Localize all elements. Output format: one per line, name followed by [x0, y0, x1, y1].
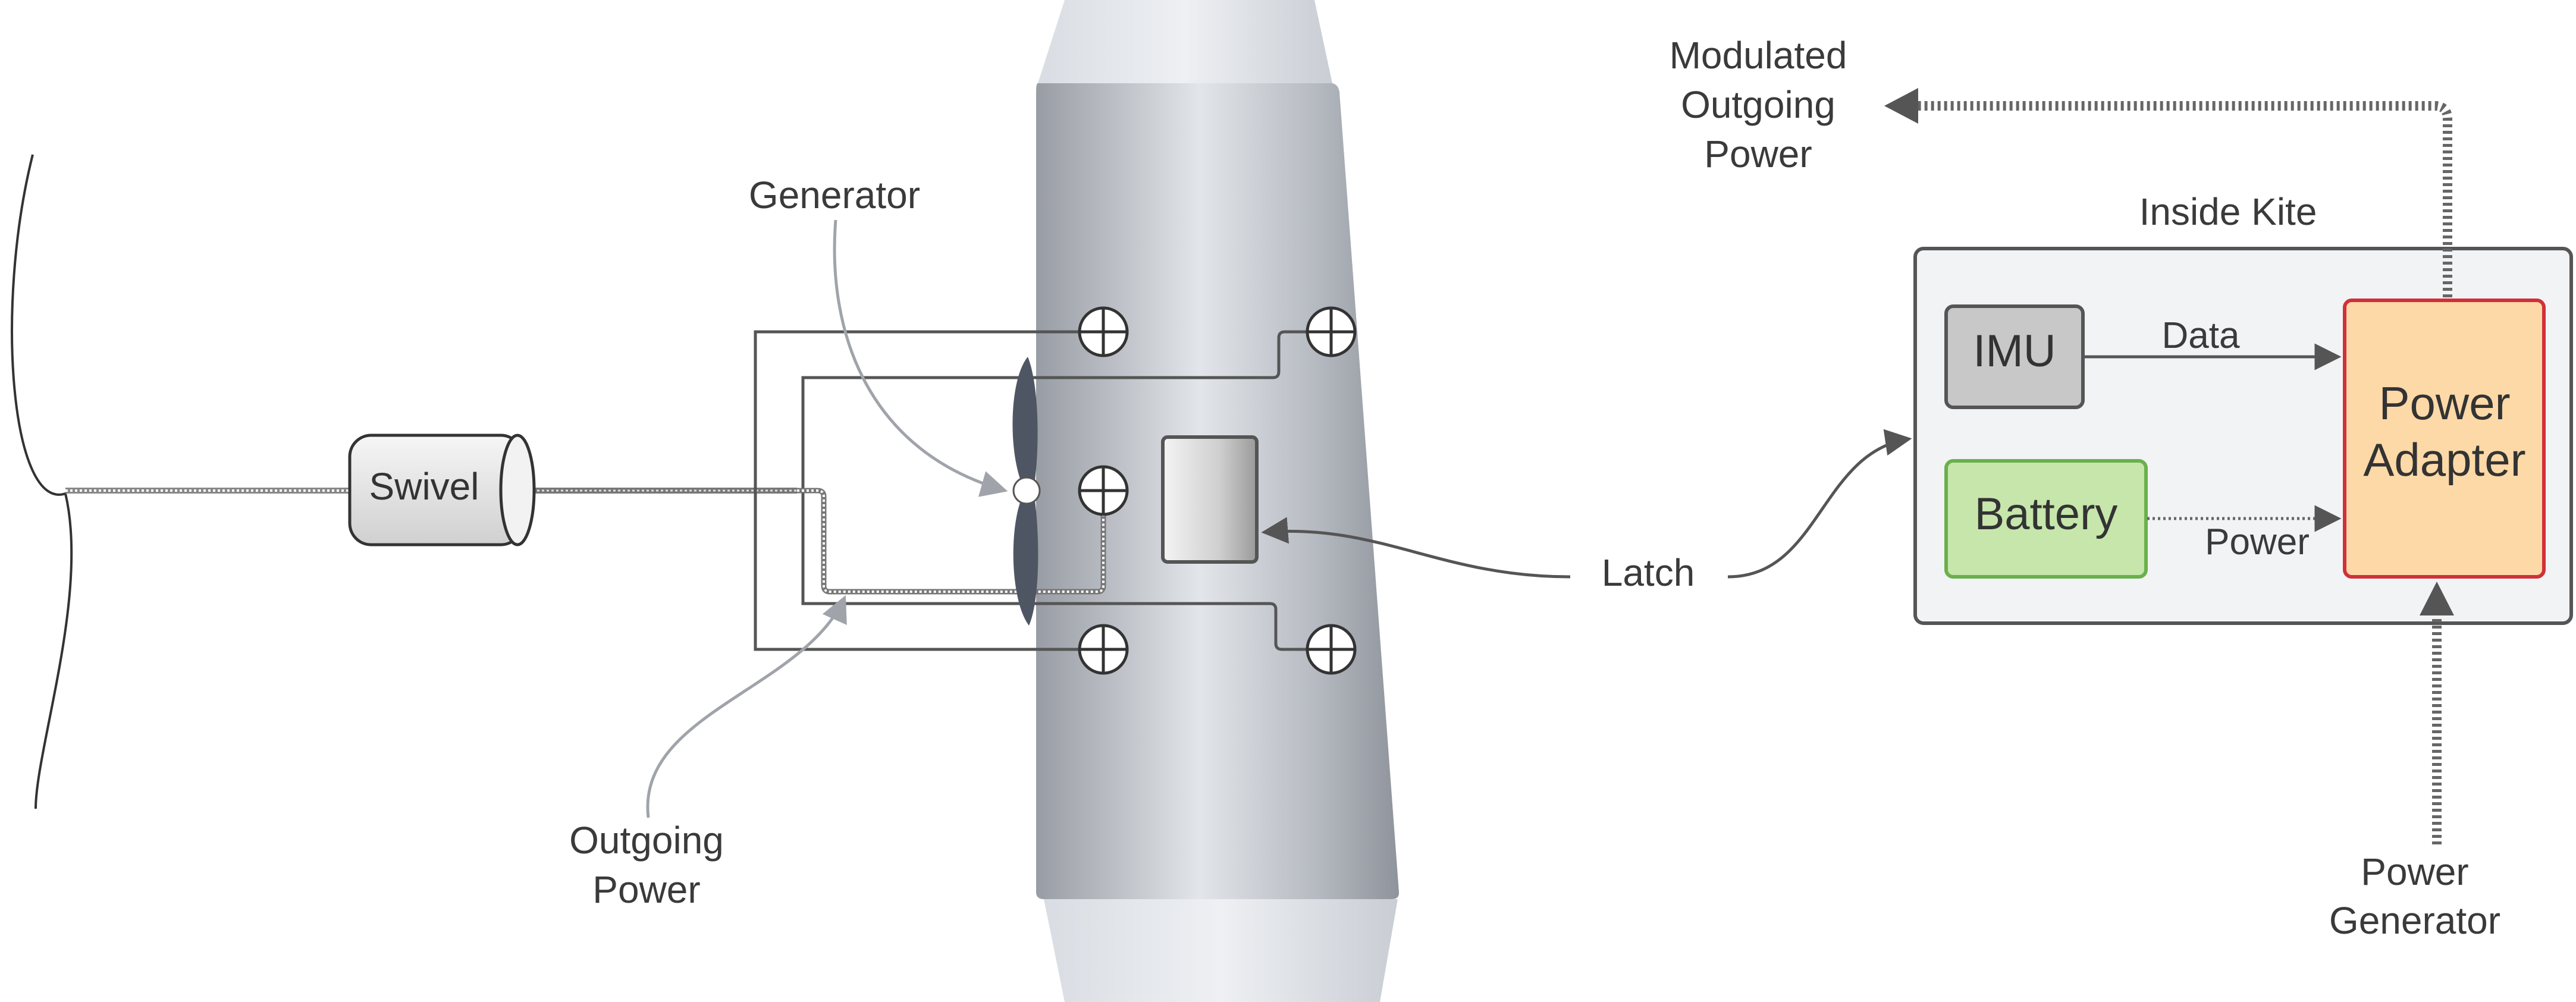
- data-label: Data: [2162, 315, 2240, 356]
- generator-hub: [1012, 476, 1041, 505]
- modulated-power-arrowhead: [1884, 88, 1918, 124]
- latch-arrow-to-block: [1261, 517, 1571, 579]
- outgoing-power-label-line1: Outgoing: [569, 819, 724, 862]
- inside-kite-label: Inside Kite: [2139, 190, 2317, 233]
- battery-power-label: Power: [2205, 522, 2310, 563]
- latch-label: Latch: [1602, 551, 1695, 594]
- connector-bottom-left: [1078, 624, 1129, 675]
- generator-propeller: [1012, 357, 1041, 626]
- connector-middle: [1078, 465, 1129, 516]
- power-adapter-label-line2: Adapter: [2363, 434, 2525, 486]
- connector-top-right: [1306, 306, 1357, 357]
- imu-label: IMU: [1973, 326, 2056, 376]
- power-generator-arrowhead: [2420, 582, 2454, 615]
- pole-top-cap: [1038, 0, 1332, 83]
- modulated-label-line1: Modulated: [1670, 34, 1847, 77]
- modulated-power-path: [1900, 101, 2452, 297]
- latch-block: [1161, 435, 1259, 564]
- modulated-label-line2: Outgoing: [1681, 83, 1835, 126]
- power-adapter-box: [2343, 299, 2546, 579]
- latch-arrow-to-kite: [1727, 429, 1912, 579]
- battery-label: Battery: [1975, 489, 2118, 539]
- modulated-label-line3: Power: [1704, 133, 1812, 175]
- outgoing-power-label-line2: Power: [592, 868, 700, 911]
- power-generator-label-line1: Power: [2361, 850, 2468, 893]
- imu-box: [1944, 304, 2085, 409]
- connector-bottom-right: [1306, 624, 1357, 675]
- generator-label: Generator: [749, 174, 920, 216]
- power-adapter-label-line1: Power: [2379, 377, 2510, 429]
- outgoing-power-arrow: [646, 595, 847, 818]
- swivel: Swivel: [348, 434, 536, 546]
- outer-wire-frame: [754, 330, 1100, 651]
- swivel-label: Swivel: [369, 465, 479, 508]
- battery-box: [1944, 459, 2148, 579]
- pole-bottom-cap: [1044, 899, 1398, 1002]
- connectors: [1078, 306, 1357, 675]
- power-generator-label-line2: Generator: [2329, 899, 2500, 942]
- connector-top-left: [1078, 306, 1129, 357]
- tether-curve: [11, 154, 73, 809]
- generator-arrow: [833, 219, 1008, 497]
